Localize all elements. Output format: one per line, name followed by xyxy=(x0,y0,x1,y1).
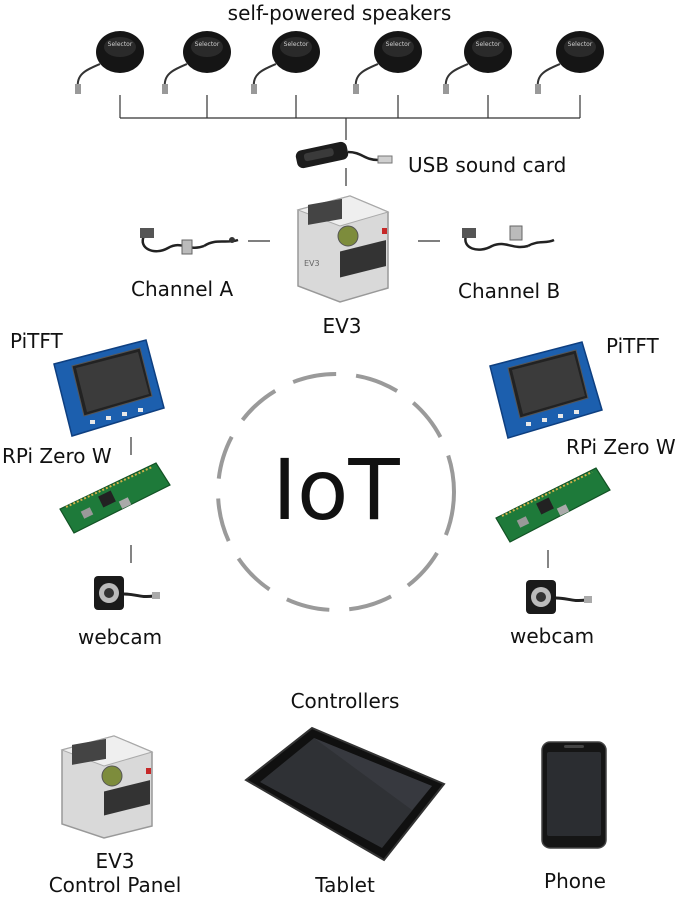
speaker-icon: Selector xyxy=(353,31,422,94)
right-pitft-label: PiTFT xyxy=(606,334,659,358)
left-pitft-label: PiTFT xyxy=(10,329,63,353)
left-pitft-icon xyxy=(53,339,165,437)
right-rpi-zero-icon xyxy=(495,467,611,543)
channel-a-label: Channel A xyxy=(131,277,234,301)
channel-a-motor-icon xyxy=(140,228,239,255)
channel-b-label: Channel B xyxy=(458,279,561,303)
usb-sound-card-icon xyxy=(295,141,393,169)
iot-dashed-circle xyxy=(216,372,456,612)
right-webcam-icon xyxy=(526,580,592,614)
channel-b-motor-icon xyxy=(462,225,555,251)
speaker-icon: Selector xyxy=(535,31,604,94)
speakers-label: self-powered speakers xyxy=(227,1,452,25)
controllers-label: Controllers xyxy=(290,689,400,713)
right-webcam-label: webcam xyxy=(510,624,595,648)
ev3-label: EV3 xyxy=(322,314,362,338)
speaker-brand-text: Selector xyxy=(476,41,501,48)
tablet-label: Tablet xyxy=(315,873,375,897)
speaker-icon: Selector xyxy=(75,31,144,94)
speaker-icon: Selector xyxy=(162,31,231,94)
speaker-brand-text: Selector xyxy=(386,41,411,48)
ev3-panel-label-line1: EV3 xyxy=(95,849,135,873)
speaker-brand-text: Selector xyxy=(284,41,309,48)
iot-label: IoT xyxy=(272,441,400,539)
speaker-icon: Selector xyxy=(251,31,320,94)
phone-label: Phone xyxy=(544,869,606,893)
ev3-control-panel-icon xyxy=(60,735,154,839)
speaker-icon: Selector xyxy=(443,31,512,94)
ev3-panel-label-line2: Control Panel xyxy=(48,873,182,897)
right-rpi-zero-label: RPi Zero W xyxy=(566,435,676,459)
speaker-brand-text: Selector xyxy=(108,41,133,48)
right-pitft-icon xyxy=(489,341,603,439)
tablet-icon xyxy=(244,726,446,862)
usb-sound-card-label: USB sound card xyxy=(408,153,567,177)
speakers-group: Selector Selector Selector Selector Selector… xyxy=(75,31,604,94)
phone-icon xyxy=(541,741,607,849)
speaker-brand-text: Selector xyxy=(568,41,593,48)
ev3-brick-icon: EV3 xyxy=(296,195,390,303)
speaker-brand-text: Selector xyxy=(195,41,220,48)
left-rpi-zero-label: RPi Zero W xyxy=(2,444,112,468)
ev3-brick-mark: EV3 xyxy=(304,259,320,268)
left-webcam-label: webcam xyxy=(78,625,163,649)
left-rpi-zero-icon xyxy=(59,462,171,534)
left-webcam-icon xyxy=(94,576,160,610)
